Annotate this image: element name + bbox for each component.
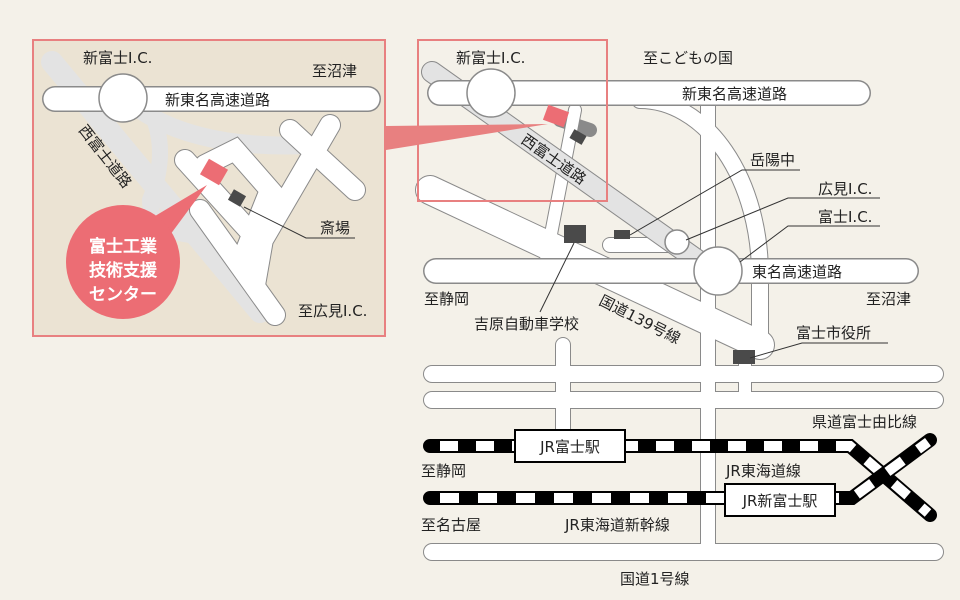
city-hall-building <box>733 350 755 364</box>
main-shin-tomei-label: 新東名高速道路 <box>682 85 787 103</box>
inset-map: 富士工業 技術支援 センター 新富士I.C. 至沼津 新東名高速道路 西富士道路… <box>32 39 386 337</box>
center-callout[interactable] <box>66 205 180 319</box>
driving-school-building <box>564 225 586 243</box>
inset-shin-tomei-label: 新東名高速道路 <box>165 91 270 109</box>
jr-shin-fuji-station[interactable]: JR新富士駅 <box>724 483 836 517</box>
fuji-city-hall-label: 富士市役所 <box>796 324 871 342</box>
prefectural-road-label: 県道富士由比線 <box>812 413 917 431</box>
saijo-label: 斎場 <box>320 219 350 237</box>
inset-shin-fuji-ic-label: 新富士I.C. <box>83 49 152 67</box>
to-hiromi-ic-label: 至広見I.C. <box>298 302 367 320</box>
hiromi-ic-label: 広見I.C. <box>818 180 872 198</box>
to-shizuoka-label-1: 至静岡 <box>424 290 469 308</box>
main-shin-fuji-ic-label: 新富士I.C. <box>456 49 525 67</box>
jr-tokaido-line-label: JR東海道線 <box>725 462 801 480</box>
jr-fuji-station-label: JR富士駅 <box>539 438 600 456</box>
inset-saijo-building <box>227 189 247 207</box>
tomei-label: 東名高速道路 <box>752 263 842 281</box>
to-numazu-label: 至沼津 <box>866 290 911 308</box>
main-map: JR富士駅 JR新富士駅 新富士I.C. 至こどもの国 新東名高速道路 西富士道… <box>415 39 944 588</box>
hiromi-ic-marker <box>664 229 690 255</box>
center-name-line-3: センター <box>89 285 157 305</box>
saijo-building <box>569 129 587 145</box>
to-nagoya-label: 至名古屋 <box>421 516 481 534</box>
shin-fuji-ic-marker <box>466 68 516 118</box>
inset-connector <box>386 124 548 150</box>
fuji-ic-label: 富士I.C. <box>818 208 872 226</box>
gakuyo-jhs-label: 岳陽中 <box>750 151 795 169</box>
inset-shin-fuji-ic-marker <box>98 73 148 123</box>
inset-center-marker <box>199 158 229 186</box>
center-name-line-2: 技術支援 <box>89 260 158 281</box>
center-name-line-1: 富士工業 <box>89 236 157 257</box>
jr-fuji-station[interactable]: JR富士駅 <box>514 429 626 463</box>
driving-school-label: 吉原自動車学校 <box>474 315 579 333</box>
to-kodomonokuni-label: 至こどもの国 <box>643 49 733 67</box>
gakuyo-jhs-building <box>614 230 630 239</box>
jr-shin-fuji-station-label: JR新富士駅 <box>742 492 818 510</box>
route1-label: 国道1号線 <box>620 570 690 588</box>
fuji-ic-marker <box>693 246 743 296</box>
to-shizuoka-label-2: 至静岡 <box>421 462 466 480</box>
inset-to-numazu-label: 至沼津 <box>312 62 357 80</box>
jr-shinkansen-track <box>423 433 937 505</box>
inset-area-highlight <box>417 39 608 202</box>
jr-shinkansen-label: JR東海道新幹線 <box>564 516 670 534</box>
center-building-marker <box>542 104 570 128</box>
